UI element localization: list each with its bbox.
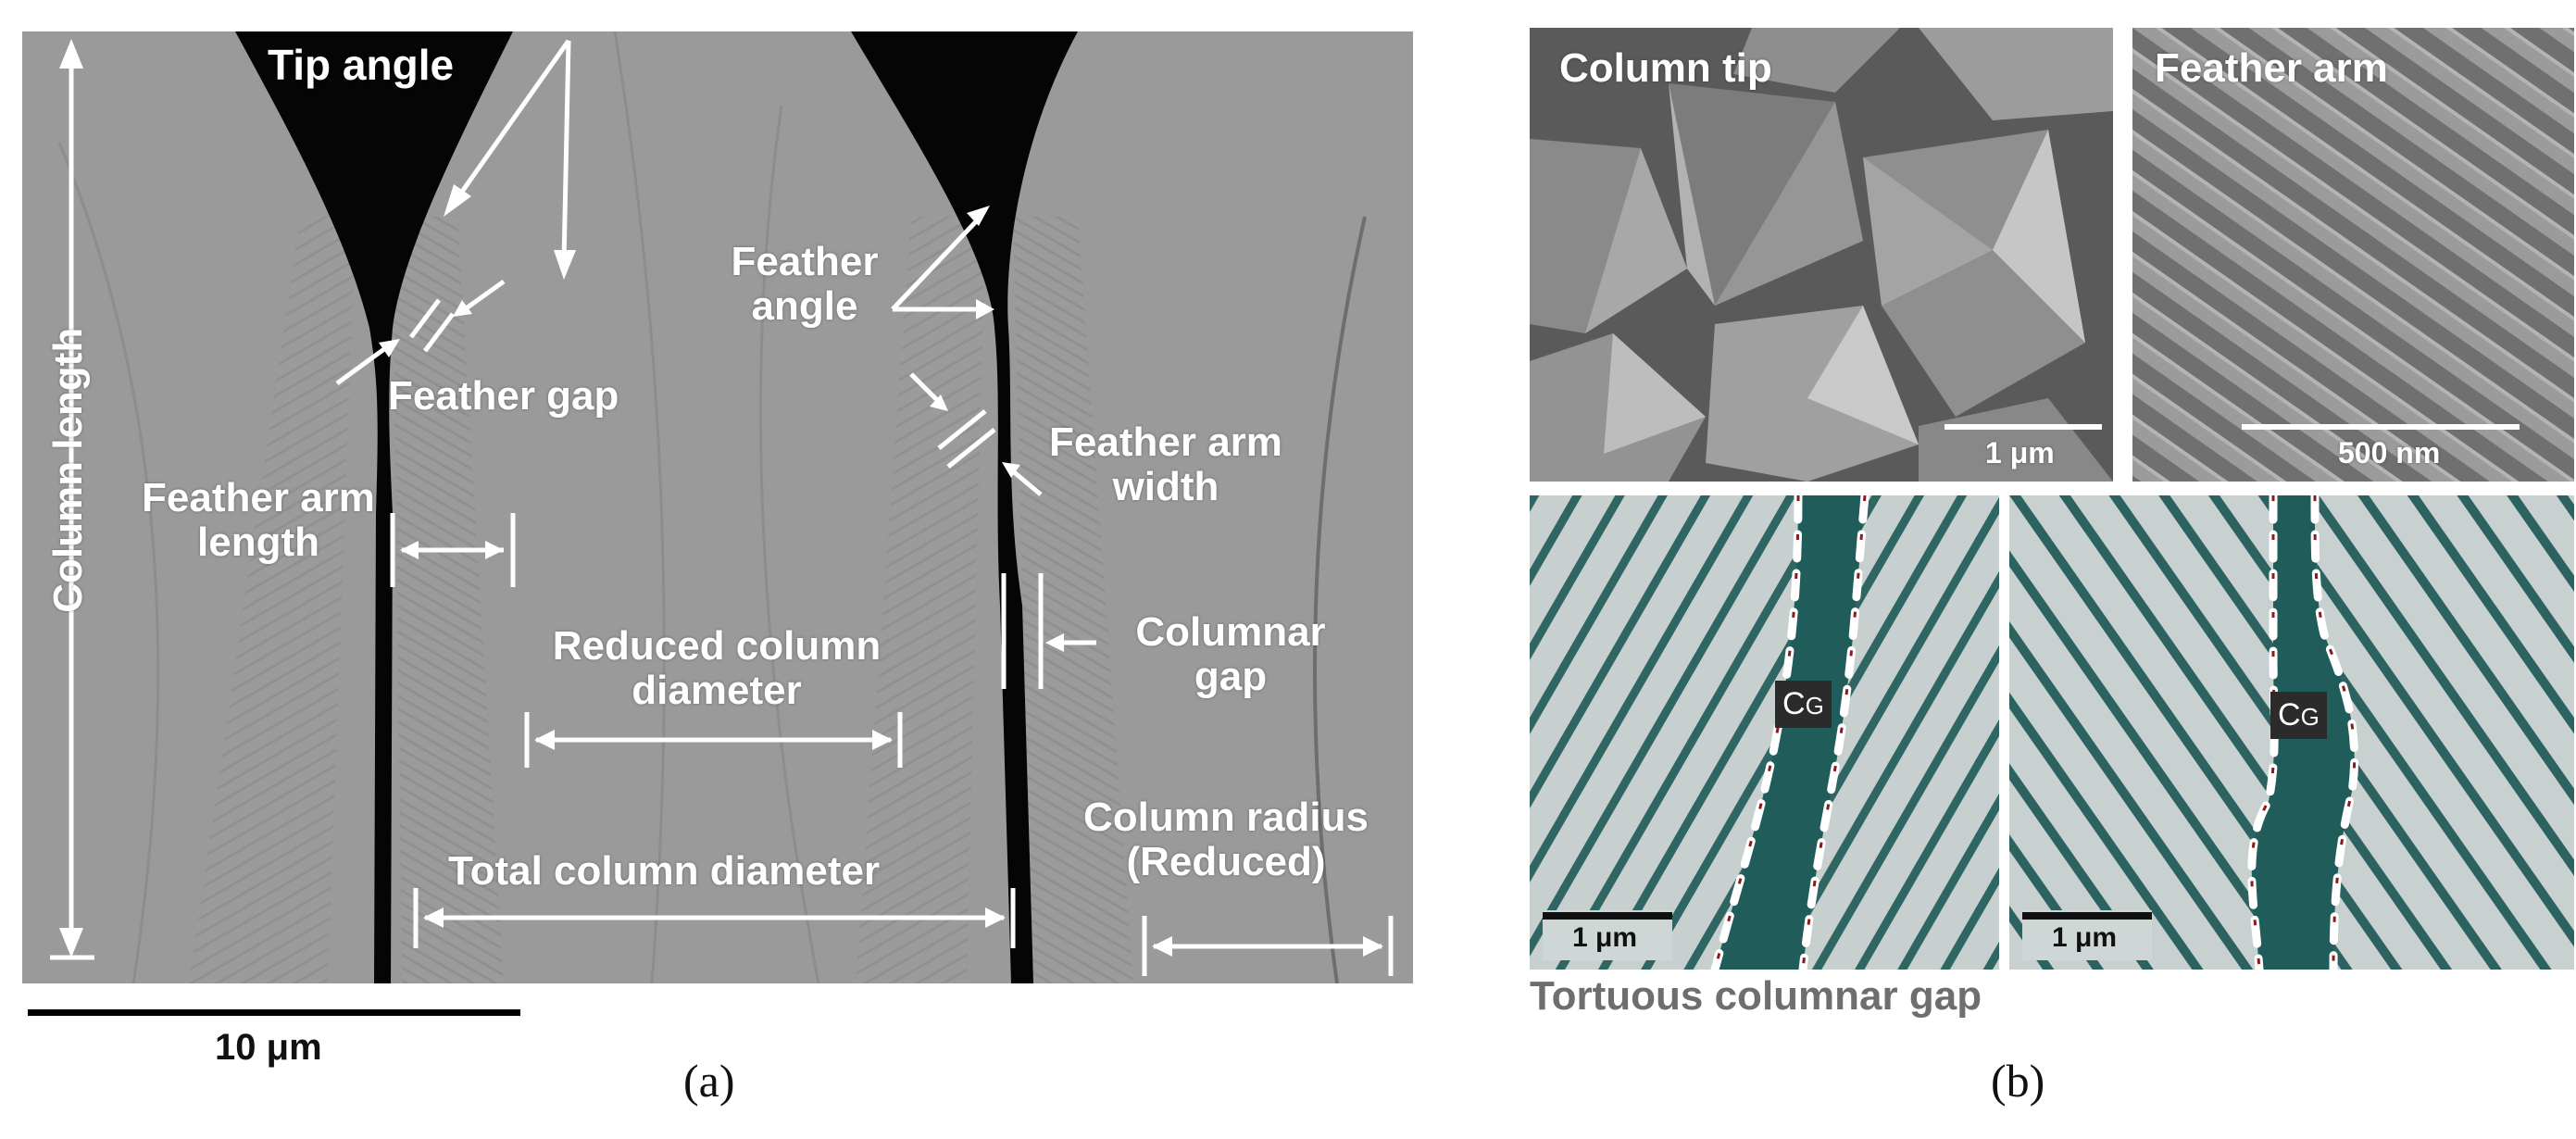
panel-b-column-tip: Column tip 1 μm xyxy=(1530,28,2113,482)
panel-b-gap-left: CG 1 μm xyxy=(1530,495,1999,970)
gap-left-scale-label: 1 μm xyxy=(1572,922,1638,953)
label-columnar-gap: Columnar gap xyxy=(1135,609,1326,699)
label-feather-angle: Feather angle xyxy=(731,239,879,329)
caption-a: (a) xyxy=(683,1055,735,1107)
gap-left-scale-bar xyxy=(1543,912,1672,920)
feather-arm-scale-bar xyxy=(2242,424,2520,430)
gap-left-tag-main: C xyxy=(1782,686,1806,721)
gap-left-tag: CG xyxy=(1775,681,1832,728)
label-reduced-column-diameter: Reduced column diameter xyxy=(552,623,882,713)
gap-right-scale-label: 1 μm xyxy=(2052,922,2118,953)
feather-arm-scale-label: 500 nm xyxy=(2338,436,2441,469)
gap-left-tag-sub: G xyxy=(1805,692,1824,720)
scale-bar-a xyxy=(28,1009,520,1016)
column-tip-scale-bar xyxy=(1945,424,2102,430)
column-tip-image xyxy=(1530,28,2113,482)
caption-b: (b) xyxy=(1991,1055,2045,1107)
label-feather-gap: Feather gap xyxy=(388,373,619,419)
tortuous-columnar-gap-label: Tortuous columnar gap xyxy=(1530,973,1982,1019)
scale-bar-a-label: 10 μm xyxy=(215,1027,322,1068)
panel-a-micrograph: Tip angle Column length Feather angle Fe… xyxy=(22,31,1413,983)
label-column-radius-reduced: Column radius (Reduced) xyxy=(1082,795,1369,884)
label-column-length: Column length xyxy=(45,327,92,613)
gap-right-scale-bar xyxy=(2022,912,2152,920)
panel-b-feather-arm: Feather arm 500 nm xyxy=(2132,28,2574,482)
column-tip-scale-label: 1 μm xyxy=(1985,436,2055,469)
label-feather-arm-length: Feather arm length xyxy=(142,475,375,565)
column-tip-title: Column tip xyxy=(1559,45,1772,91)
panel-b-gap-right: CG 1 μm xyxy=(2009,495,2574,970)
gap-right-tag-sub: G xyxy=(2300,703,2320,731)
feather-arm-image xyxy=(2132,28,2574,482)
label-total-column-diameter: Total column diameter xyxy=(448,848,881,894)
gap-right-tag-main: C xyxy=(2278,697,2301,732)
label-feather-arm-width: Feather arm width xyxy=(1049,419,1282,509)
panel-a-image xyxy=(22,31,1413,983)
gap-right-tag: CG xyxy=(2270,692,2327,739)
label-tip-angle: Tip angle xyxy=(268,41,455,89)
feather-arm-title: Feather arm xyxy=(2155,45,2388,91)
gap-left-image xyxy=(1530,495,1999,970)
